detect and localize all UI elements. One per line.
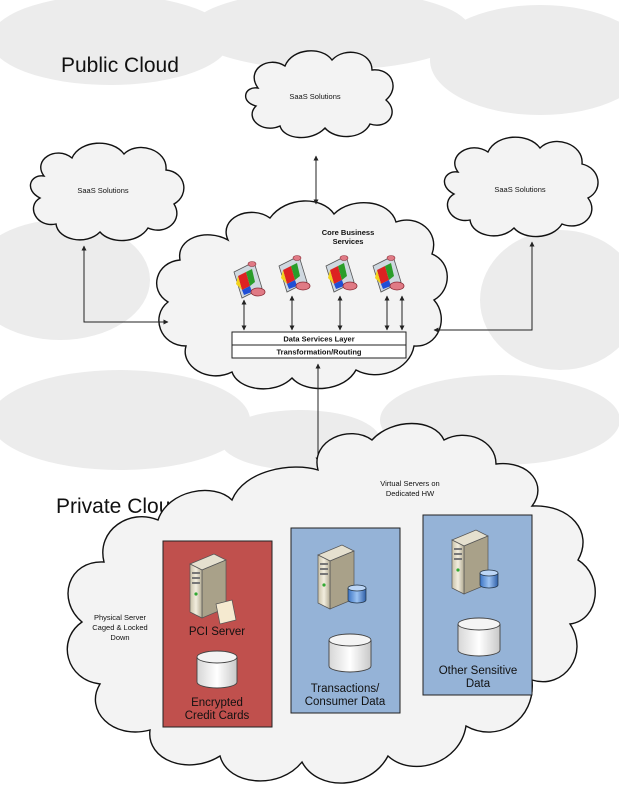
- physical-note-line3: Down: [110, 633, 129, 642]
- small-database-icon: [479, 569, 499, 589]
- database-icon: [328, 633, 372, 673]
- public-cloud-heading: Public Cloud: [61, 54, 179, 77]
- saas-left-label: SaaS Solutions: [77, 186, 129, 195]
- transactions-label-line2: Consumer Data: [305, 696, 386, 708]
- core-title-line1: Core Business: [322, 228, 375, 237]
- pci-server-label: PCI Server: [189, 626, 245, 638]
- core-services-cloud: Core Business Services: [156, 200, 448, 390]
- service-layer-connectors: [241, 295, 405, 331]
- encrypted-label-line2: Credit Cards: [185, 710, 250, 722]
- private-cloud-heading: Private Cloud: [56, 495, 182, 518]
- data-services-layer-label: Data Services Layer: [283, 335, 354, 344]
- pci-server-box: PCI Server Encrypted Credit Cards: [162, 540, 273, 728]
- physical-note-line2: Caged & Locked: [92, 623, 147, 632]
- small-database-icon: [347, 584, 367, 604]
- database-icon: [457, 617, 501, 657]
- virtual-note-line1: Virtual Servers on: [380, 479, 439, 488]
- other-sensitive-box: Other Sensitive Data: [422, 514, 533, 696]
- virtual-note-line2: Dedicated HW: [386, 489, 435, 498]
- saas-cloud-left: SaaS Solutions: [29, 142, 185, 242]
- cloud-connectors: [81, 155, 535, 463]
- saas-cloud-top: SaaS Solutions: [245, 50, 394, 139]
- other-label-line1: Other Sensitive: [439, 665, 518, 677]
- physical-note-line1: Physical Server: [94, 613, 147, 622]
- saas-right-label: SaaS Solutions: [494, 185, 546, 194]
- saas-top-label: SaaS Solutions: [289, 92, 341, 101]
- transactions-box: Transactions/ Consumer Data: [290, 527, 401, 714]
- data-services-stack: Data Services Layer Transformation/Routi…: [231, 331, 407, 359]
- service-icon: [325, 255, 358, 293]
- other-label-line2: Data: [466, 678, 491, 690]
- transformation-routing-bar: [231, 344, 407, 359]
- lock-tag-icon: [215, 599, 237, 625]
- core-title-line2: Services: [333, 237, 364, 246]
- service-icon: [372, 255, 405, 293]
- service-icon: [233, 261, 266, 299]
- service-icon: [278, 255, 311, 293]
- database-icon: [196, 650, 238, 689]
- saas-cloud-right: SaaS Solutions: [443, 136, 599, 238]
- service-icons: [233, 255, 405, 299]
- transformation-routing-label: Transformation/Routing: [277, 348, 362, 357]
- server-icon: [317, 544, 355, 610]
- encrypted-label-line1: Encrypted: [191, 697, 243, 709]
- transactions-label-line1: Transactions/: [311, 683, 380, 695]
